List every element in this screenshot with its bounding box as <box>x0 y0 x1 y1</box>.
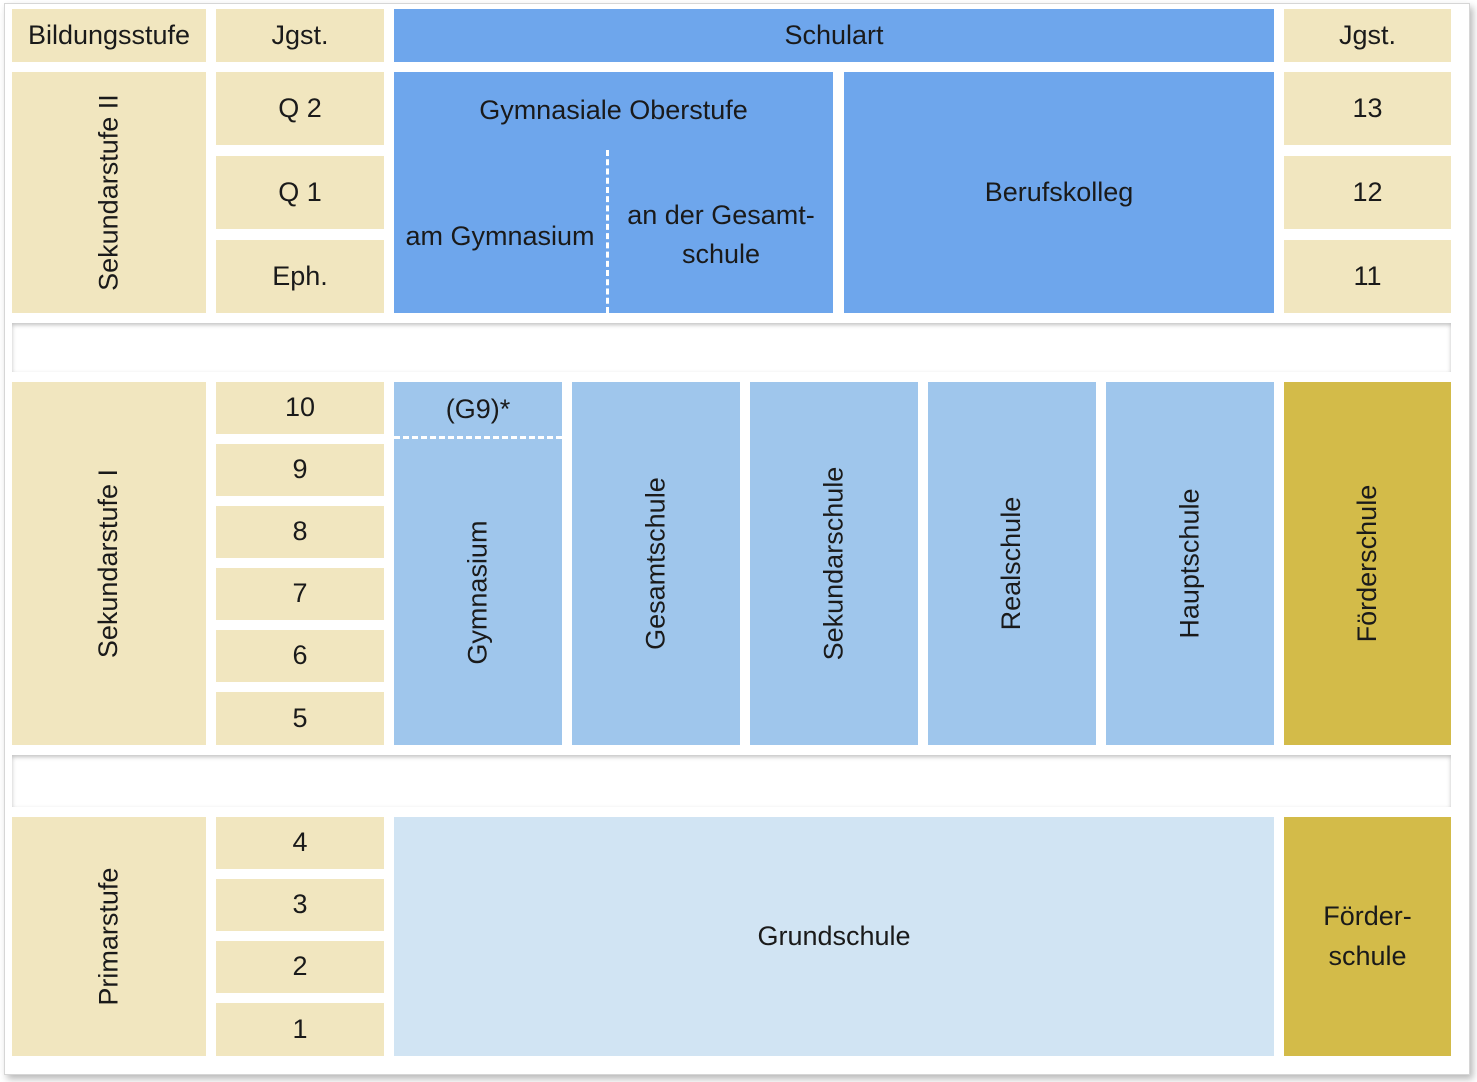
gymnasiale-oberstufe-label: Gymnasiale Oberstufe <box>479 95 748 126</box>
berufskolleg-block: Berufskolleg <box>844 72 1274 313</box>
g9-divider <box>394 436 562 439</box>
jgst-cell: 5 <box>216 692 384 745</box>
separator-band <box>12 755 1451 807</box>
jgst-cell: 3 <box>216 879 384 931</box>
jgst-right-cell: 11 <box>1284 240 1451 313</box>
jgst-cell: 1 <box>216 1003 384 1056</box>
jgst-cell: Q 2 <box>216 72 384 145</box>
an-der-gesamtschule-label: an der Gesamt- schule <box>627 199 815 269</box>
jgst-right-cell: 12 <box>1284 156 1451 229</box>
jgst-cell: 7 <box>216 568 384 620</box>
realschule-label: Realschule <box>996 496 1027 631</box>
stage-sekundarstufe-1-label: Sekundarstufe I <box>93 468 124 659</box>
gymnasium-block <box>394 382 562 745</box>
sekundarschule-label: Sekundarschule <box>818 466 849 661</box>
oberstufe-divider <box>606 150 609 313</box>
jgst-cell: 9 <box>216 444 384 496</box>
jgst-right-cell: 13 <box>1284 72 1451 145</box>
header-bildungsstufe: Bildungsstufe <box>12 9 206 62</box>
jgst-cell: Eph. <box>216 240 384 313</box>
header-jgst-left: Jgst. <box>216 9 384 62</box>
gymnasium-label: Gymnasium <box>462 520 493 665</box>
g9-label: (G9)* <box>445 394 511 425</box>
jgst-cell: 10 <box>216 382 384 434</box>
gesamtschule-label: Gesamtschule <box>640 477 671 650</box>
stage-primarstufe-label: Primarstufe <box>93 867 124 1006</box>
grundschule-block: Grundschule <box>394 817 1274 1056</box>
sekundarschule-block: Sekundarschule <box>750 382 918 745</box>
realschule-block: Realschule <box>928 382 1096 745</box>
jgst-cell: 4 <box>216 817 384 869</box>
jgst-cell: 6 <box>216 630 384 682</box>
header-jgst-right: Jgst. <box>1284 9 1451 62</box>
stage-primarstufe: Primarstufe <box>12 817 206 1056</box>
stage-sekundarstufe-1: Sekundarstufe I <box>12 382 206 745</box>
foerderschule-sek1-label: Förderschule <box>1351 484 1382 643</box>
stage-sekundarstufe-2: Sekundarstufe II <box>12 72 206 313</box>
stage-sekundarstufe-2-label: Sekundarstufe II <box>93 94 124 291</box>
gesamtschule-block: Gesamtschule <box>572 382 740 745</box>
gymnasium-label-wrap: Gymnasium <box>394 440 562 745</box>
am-gymnasium-label: am Gymnasium <box>405 221 595 252</box>
jgst-cell: Q 1 <box>216 156 384 229</box>
gymnasiale-oberstufe-block <box>394 72 833 313</box>
foerderschule-sek1-block: Förderschule <box>1284 382 1451 745</box>
jgst-cell: 8 <box>216 506 384 558</box>
foerderschule-primar-block: Förder- schule <box>1284 817 1451 1056</box>
hauptschule-label: Hauptschule <box>1174 488 1205 639</box>
hauptschule-block: Hauptschule <box>1106 382 1274 745</box>
header-schulart: Schulart <box>394 9 1274 62</box>
jgst-cell: 2 <box>216 941 384 993</box>
separator-band <box>12 323 1451 372</box>
